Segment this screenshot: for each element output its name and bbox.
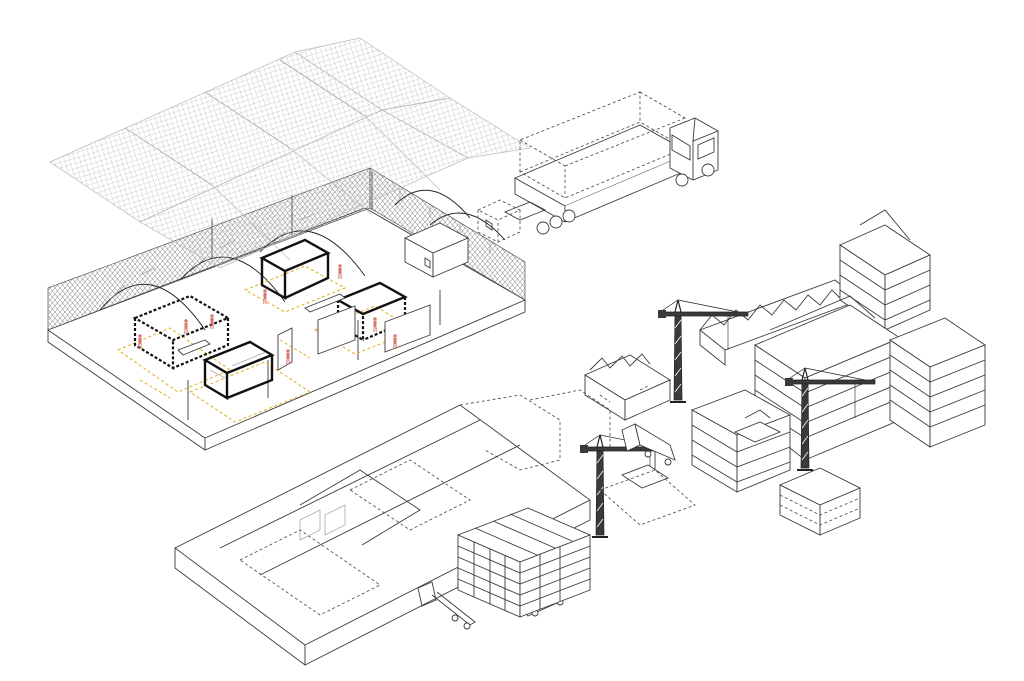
canopy-mesh-roof xyxy=(49,37,531,269)
roof-trusses xyxy=(99,189,506,331)
module-in-transit xyxy=(403,199,521,278)
delivery-truck-with-module xyxy=(503,91,719,235)
module-stack xyxy=(456,507,592,618)
lifted-module xyxy=(599,409,782,526)
stacked-module-buildings xyxy=(584,209,986,536)
tent-structure xyxy=(174,389,611,666)
